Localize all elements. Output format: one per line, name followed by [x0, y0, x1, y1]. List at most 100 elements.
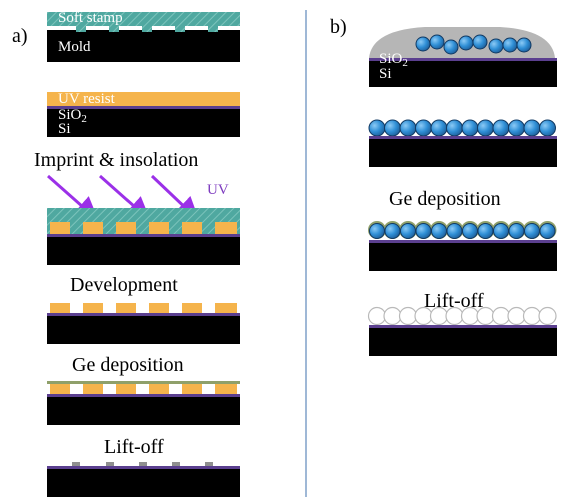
sio2-label: SiO2 [379, 51, 408, 69]
resist-block [149, 384, 169, 394]
resist-block [215, 384, 237, 394]
resist-block [83, 303, 103, 313]
sphere [524, 223, 540, 239]
stamp-pillar [208, 24, 218, 32]
sphere [492, 119, 510, 137]
sio2-layer [47, 234, 240, 237]
si-substrate [47, 469, 240, 497]
sphere [415, 223, 432, 239]
resist-block [182, 222, 202, 234]
resist-block [116, 222, 136, 234]
ge-dot [106, 462, 114, 466]
sphere-outline [383, 306, 402, 326]
panel-a-label: a) [12, 25, 28, 47]
sphere [488, 38, 504, 54]
sio2-layer [369, 58, 557, 61]
uv-resist-layer [47, 92, 240, 106]
sphere [399, 119, 417, 137]
sio2-layer [369, 240, 557, 243]
sphere-outline [538, 306, 557, 326]
step-liftoff-title: Lift-off [104, 436, 164, 458]
step-b-liftoff: Lift-off [367, 290, 557, 356]
step-imprint-title: Imprint & insolation [34, 149, 198, 171]
step-imprint-stack [47, 208, 240, 265]
step-b-ge-deposition-title: Ge deposition [389, 188, 501, 210]
step-resist-stack: UV resist SiO2 Si [47, 91, 240, 137]
stamp-pillar [109, 24, 119, 32]
resist-block [50, 222, 70, 234]
sphere [369, 223, 385, 239]
sphere [368, 119, 386, 137]
sphere [516, 37, 532, 53]
mold-block [47, 30, 240, 62]
step-ge-deposition-stack [47, 381, 240, 425]
ge-top-film [47, 381, 240, 384]
resist-block [182, 303, 202, 313]
uv-label: UV [207, 182, 229, 198]
mold-label: Mold [58, 39, 91, 55]
step-liftoff-stack [47, 462, 240, 497]
sphere [429, 34, 445, 50]
sphere [477, 119, 494, 137]
sphere [431, 223, 447, 239]
si-substrate [369, 61, 557, 87]
si-substrate [47, 397, 240, 425]
step-ge-deposition-title: Ge deposition [72, 354, 184, 376]
stamp-imprint-layer [47, 222, 240, 234]
step-b-liftoff-title: Lift-off [424, 290, 484, 312]
sphere-outline [367, 306, 387, 326]
step-development-title: Development [70, 274, 178, 296]
sphere [415, 36, 431, 52]
step-b-monolayer [368, 119, 557, 167]
si-substrate [369, 243, 557, 271]
monolayer-spheres [368, 119, 556, 137]
resist-block [215, 303, 237, 313]
stamp-layer [47, 208, 240, 222]
step-b-ge-deposition [368, 221, 557, 271]
sphere [508, 223, 525, 239]
si-substrate [47, 109, 240, 137]
sphere [443, 39, 459, 55]
sphere-outline [398, 306, 418, 326]
sphere [539, 223, 556, 239]
sphere [384, 119, 401, 137]
resist-block [83, 222, 103, 234]
soft-stamp-layer [47, 12, 240, 26]
sphere [446, 223, 463, 239]
resist-block [83, 384, 103, 394]
soft-stamp-label: Soft stamp [58, 10, 123, 26]
stamp-pillar [142, 24, 152, 32]
si-substrate [47, 316, 240, 344]
resist-block [182, 384, 202, 394]
sphere-outline [522, 306, 542, 326]
si-label: Si [379, 66, 392, 82]
resist-block [50, 384, 70, 394]
sio2-layer [369, 325, 557, 328]
stamp-pillar [76, 24, 86, 32]
si-substrate [369, 328, 557, 356]
sphere [415, 119, 432, 137]
resist-block [149, 303, 169, 313]
sphere [472, 34, 488, 50]
ge-coated-spheres [368, 221, 557, 239]
resist-block [215, 222, 237, 234]
sphere [430, 119, 448, 137]
sphere [539, 119, 556, 137]
sio2-label: SiO2 [58, 107, 87, 125]
sio2-layer [47, 466, 240, 469]
sphere [462, 223, 478, 239]
sphere-outline [491, 306, 511, 326]
uv-resist-label: UV resist [58, 91, 116, 107]
ge-dot [72, 462, 80, 466]
sphere [400, 223, 416, 239]
sphere [477, 223, 494, 239]
resist-block [149, 222, 169, 234]
si-label: Si [58, 121, 71, 137]
sio2-layer [47, 313, 240, 316]
sio2-layer [47, 106, 240, 109]
panel-b-label: b) [330, 16, 347, 38]
si-substrate [47, 237, 240, 265]
resist-block [116, 303, 136, 313]
